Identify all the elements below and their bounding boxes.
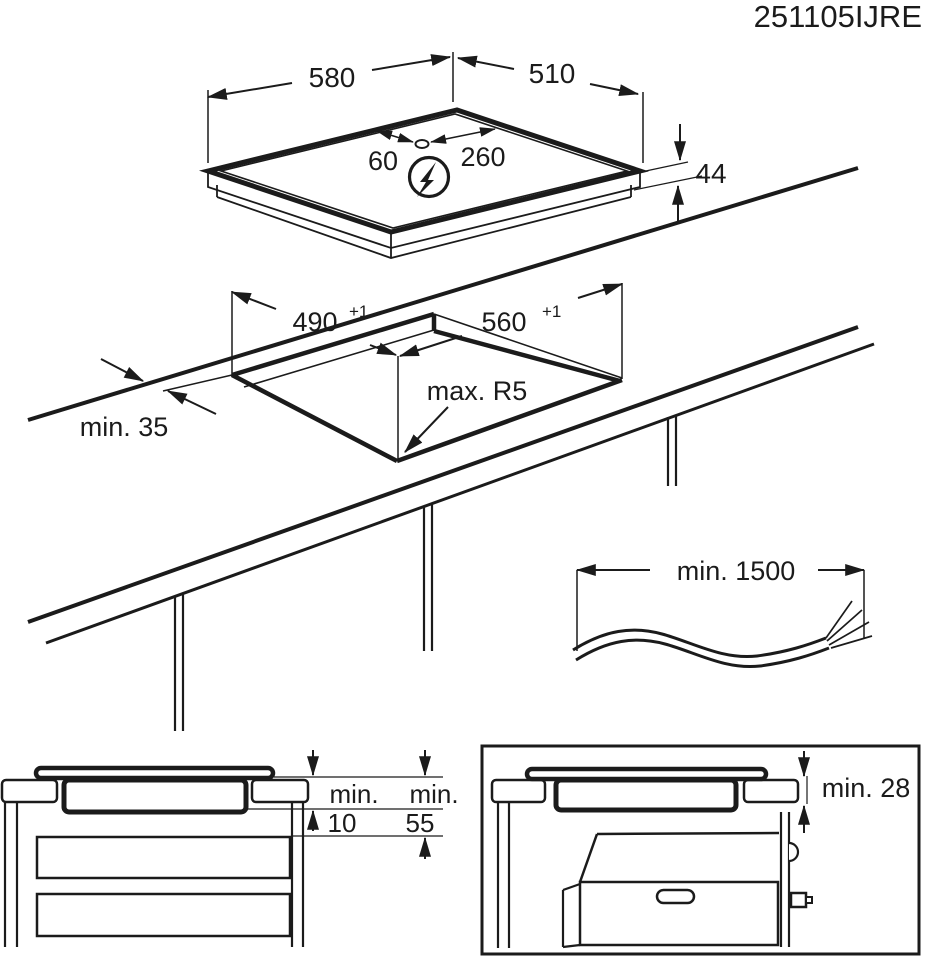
worktop-front-lower-edge bbox=[45, 342, 875, 645]
hob-top-view bbox=[198, 52, 703, 259]
worktop-section-left bbox=[490, 778, 547, 804]
worktop-front-edge bbox=[27, 325, 859, 624]
oven-top-slant-edge bbox=[578, 833, 599, 883]
cable-wire-strand bbox=[830, 635, 873, 649]
extension-line bbox=[162, 374, 233, 392]
drawer-front bbox=[35, 892, 292, 938]
rear-clearance-label: min. 35 bbox=[80, 412, 169, 442]
cutout-width-arrow bbox=[398, 335, 463, 357]
gap-min-word: min. bbox=[329, 779, 378, 809]
cable-wire-strand bbox=[826, 609, 863, 642]
width-dimension-arrow bbox=[371, 54, 452, 71]
mains-plug-pin bbox=[805, 896, 813, 904]
cable-wire-strand bbox=[825, 600, 853, 639]
cutout-inner-edge bbox=[243, 329, 435, 388]
cutout-back-left-edge bbox=[231, 311, 435, 378]
hob-glass-section bbox=[33, 765, 276, 781]
mains-cable-view bbox=[572, 564, 873, 669]
lightning-bolt-icon bbox=[417, 162, 436, 197]
drawer-front bbox=[35, 835, 292, 880]
depth-dimension-arrow bbox=[589, 83, 640, 97]
drawing-code: 251105IJRE bbox=[754, 0, 922, 34]
hob-body-section bbox=[61, 777, 249, 815]
cutout-width-arrow bbox=[577, 283, 624, 299]
cable-offset-left-label: 60 bbox=[368, 146, 398, 176]
corner-radius-leader-arrow bbox=[404, 406, 449, 453]
cutout-depth-tolerance: +1 bbox=[349, 302, 368, 321]
clearance-min-value: 55 bbox=[406, 808, 435, 838]
cutout-inner-edge bbox=[433, 313, 623, 379]
cable-jacket bbox=[575, 638, 830, 669]
corner-radius-label: max. R5 bbox=[427, 376, 528, 406]
oven-clearance-view bbox=[480, 744, 921, 956]
worktop-section-left bbox=[0, 778, 59, 804]
cutout-depth-arrow bbox=[230, 291, 277, 310]
rear-clearance-arrow bbox=[100, 358, 145, 382]
clearance-min-word: min. bbox=[409, 779, 458, 809]
worktop-cutout-view bbox=[27, 166, 875, 731]
cutout-width-tolerance: +1 bbox=[542, 302, 561, 321]
cable-jacket bbox=[572, 628, 827, 659]
cutout-width-label: 560 bbox=[481, 307, 526, 337]
oven-handle bbox=[655, 888, 696, 905]
cutout-front-left-edge bbox=[230, 373, 399, 463]
cutout-depth-arrow bbox=[369, 342, 398, 356]
hob-height-label: 44 bbox=[695, 158, 726, 189]
cable-offset-right-label: 260 bbox=[460, 142, 505, 172]
oven-side-edge bbox=[562, 943, 581, 949]
worktop-section-right bbox=[250, 778, 310, 804]
worktop-back-edge bbox=[27, 166, 859, 422]
hob-width-label: 580 bbox=[309, 62, 356, 93]
view-frame bbox=[480, 744, 921, 956]
rear-clearance-arrow bbox=[166, 390, 217, 415]
cable-length-label: min. 1500 bbox=[677, 556, 796, 586]
mains-plug bbox=[789, 891, 808, 909]
hob-body-section bbox=[553, 777, 739, 813]
cutout-depth-label: 490 bbox=[292, 307, 337, 337]
width-dimension-arrow bbox=[206, 82, 293, 100]
extension-line bbox=[640, 161, 689, 173]
drawer-clearance-view bbox=[0, 750, 443, 947]
cable-offset-left-arrow bbox=[376, 130, 414, 143]
socket-outlet bbox=[788, 841, 800, 863]
cutout-front-right-edge bbox=[396, 377, 623, 464]
cable-wire-strand bbox=[828, 621, 870, 646]
hob-glass-section bbox=[524, 766, 769, 782]
oven-top-edge bbox=[596, 831, 780, 836]
cutout-back-right-edge bbox=[433, 328, 621, 384]
cable-offset-right-arrow bbox=[430, 127, 496, 144]
cable-hole bbox=[414, 139, 430, 149]
worktop-section-right bbox=[742, 778, 800, 804]
oven-side-edge bbox=[562, 882, 581, 892]
extension-line bbox=[633, 175, 703, 191]
hob-depth-label: 510 bbox=[529, 58, 576, 89]
gap-min-value: 10 bbox=[328, 808, 357, 838]
depth-dimension-arrow bbox=[456, 55, 515, 70]
oven-gap-label: min. 28 bbox=[822, 773, 911, 803]
